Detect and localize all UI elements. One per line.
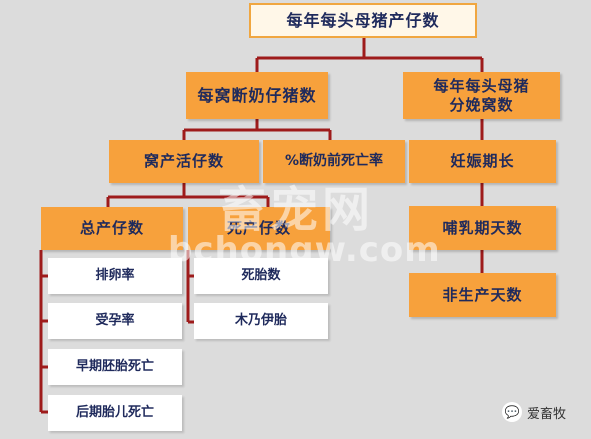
brand-badge: 💬 爱畜牧: [502, 402, 566, 422]
watermark-url: bchongw.com: [168, 230, 441, 270]
brand-name: 爱畜牧: [527, 406, 567, 422]
node-stillborn-count: 死产仔数: [188, 207, 330, 250]
node-preweaning-mortality: %断奶前死亡率: [263, 140, 405, 183]
node-gestation-length: 妊娠期长: [409, 140, 556, 183]
watermark-main: 畜宠网: [217, 182, 374, 238]
node-lactation-days: 哺乳期天数: [409, 206, 556, 250]
node-weaned-per-litter: 每窝断奶仔猪数: [186, 72, 328, 119]
node-late-fetal-death: 后期胎儿死亡: [48, 395, 182, 431]
node-non-productive-days: 非生产天数: [409, 273, 556, 317]
node-born-alive: 窝产活仔数: [109, 140, 259, 183]
node-early-embryo-death: 早期胚胎死亡: [48, 349, 182, 385]
node-litters-per-year: 每年每头母猪 分娩窝数: [403, 72, 560, 119]
node-total-born: 总产仔数: [41, 207, 183, 250]
node-stillbirth: 死胎数: [194, 258, 328, 294]
wechat-icon: 💬: [502, 402, 522, 422]
node-conception-rate: 受孕率: [48, 303, 182, 339]
node-ovulation-rate: 排卵率: [48, 258, 182, 294]
node-top-sows-piglets: 每年每头母猪产仔数: [249, 3, 477, 38]
node-mummy: 木乃伊胎: [194, 303, 328, 339]
